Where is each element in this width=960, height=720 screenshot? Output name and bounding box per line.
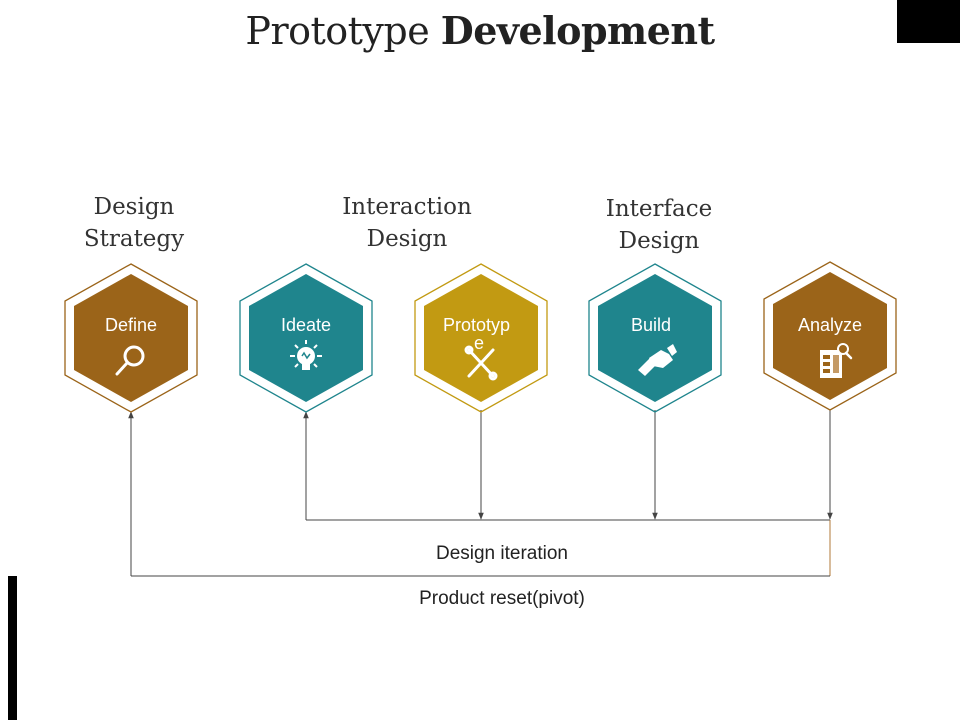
group-label-line-2: Design (618, 228, 700, 254)
design-iteration-label: Design iteration (436, 543, 568, 564)
product-reset-loop: Product reset(pivot) (128, 411, 831, 609)
step-label: Build (631, 315, 671, 335)
tools-icon (464, 345, 498, 381)
design-iteration-loop: Design iteration (303, 410, 833, 564)
page-title: Prototype Development (0, 8, 960, 53)
hex-fill (773, 272, 887, 400)
step-label-line-2: e (474, 333, 484, 353)
hex-outline (64, 263, 198, 413)
step-label: Prototyp e (443, 315, 515, 353)
step-label: Ideate (281, 315, 331, 335)
hex-outline (588, 263, 722, 413)
step-build: Build (588, 263, 722, 413)
title-regular: Prototype (245, 9, 430, 53)
step-label-line-1: Prototyp (443, 315, 510, 335)
step-ideate: Ideate (239, 263, 373, 413)
hex-fill (598, 274, 712, 402)
step-define: Define (64, 263, 198, 413)
group-label-line-1: Interface (605, 196, 713, 222)
title-bold: Development (440, 8, 715, 53)
hex-outline (414, 263, 548, 413)
step-label: Analyze (798, 315, 862, 335)
product-reset-label: Product reset(pivot) (419, 588, 585, 609)
hex-outline (763, 261, 897, 411)
group-label-line-2: Design (366, 226, 448, 252)
group-label-line-2: Strategy (83, 226, 185, 252)
step-label: Define (105, 315, 157, 335)
hex-outline (239, 263, 373, 413)
group-label-line-1: Design (93, 194, 175, 220)
hex-fill (249, 274, 363, 402)
step-prototype: Prototyp e (414, 263, 548, 413)
hex-fill (424, 274, 538, 402)
magnifier-icon (115, 345, 145, 376)
step-analyze: Analyze (763, 261, 897, 411)
corner-block (897, 0, 960, 43)
report-search-icon (820, 343, 853, 378)
lightbulb-icon (290, 340, 322, 370)
side-bar (8, 576, 17, 720)
hex-fill (74, 274, 188, 402)
handshake-icon (638, 344, 677, 376)
group-label-line-1: Interaction (342, 194, 472, 220)
